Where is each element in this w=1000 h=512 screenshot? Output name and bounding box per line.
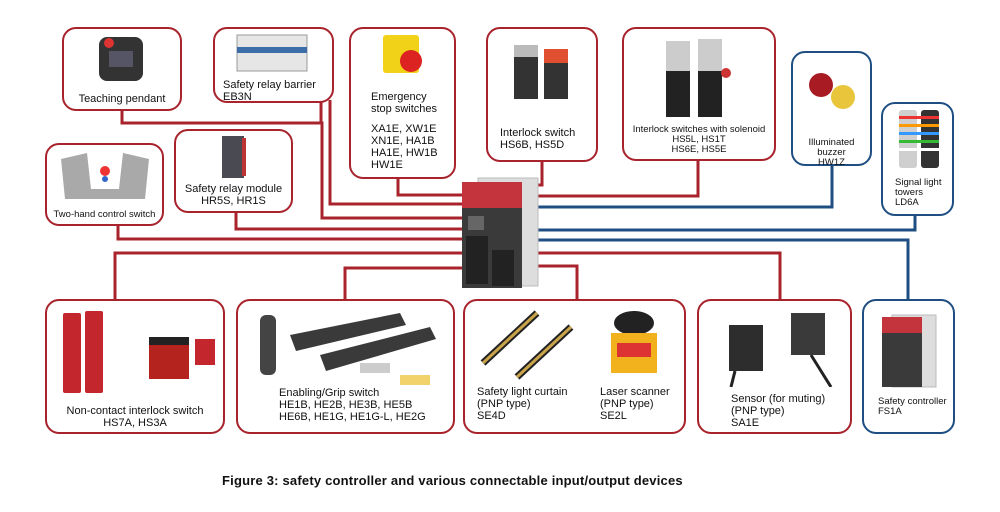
device-label: Laser scanner (PNP type) SE2L: [600, 386, 670, 422]
device-muting-sensor: Sensor (for muting) (PNP type) SA1E: [697, 299, 852, 434]
device-safety-relay-module: Safety relay module HR5S, HR1S: [174, 129, 293, 213]
device-label: Emergency stop switches: [371, 91, 438, 115]
device-safety-controller-fs1a: Safety controller FS1A: [862, 299, 955, 434]
central-safety-controller: [460, 176, 542, 290]
device-signal-tower: Signal light towers LD6A: [881, 102, 954, 216]
device-label: Teaching pendant: [78, 93, 166, 105]
wire-relay-barrier-b: [328, 100, 462, 206]
wire-emergency-stop: [396, 178, 462, 197]
safety-controller-icon: [462, 177, 539, 288]
wire-sensor: [528, 251, 782, 300]
enabling-switch-icon: [250, 305, 450, 400]
wire-non-contact: [113, 251, 462, 300]
device-label: Non-contact interlock switch HS7A, HS3A: [66, 405, 204, 429]
relay-module-icon: [220, 134, 250, 185]
light-curtain-icon: [477, 307, 577, 388]
device-label: Safety light curtain (PNP type) SE4D: [477, 386, 568, 422]
device-label: Interlock switch HS6B, HS5D: [500, 127, 576, 151]
device-label: Enabling/Grip switch HE1B, HE2B, HE3B, H…: [279, 387, 426, 423]
device-label: Sensor (for muting) (PNP type) SA1E: [731, 393, 826, 429]
device-label: Safety relay barrier EB3N: [223, 79, 316, 103]
device-non-contact-interlock: Non-contact interlock switch HS7A, HS3A: [45, 299, 225, 434]
device-enabling-grip-switch: Enabling/Grip switch HE1B, HE2B, HE3B, H…: [236, 299, 455, 434]
device-two-hand-switch: Two-hand control switch: [45, 143, 164, 226]
device-illuminated-buzzer: Illuminated buzzer HW1Z: [791, 51, 872, 168]
wire-signal-tower: [528, 215, 917, 232]
two-hand-switch-icon: [57, 149, 153, 208]
device-safety-relay-barrier: Safety relay barrier EB3N: [213, 27, 334, 103]
device-label: Illuminated buzzer HW1Z: [808, 137, 855, 168]
teaching-pendant-icon: [97, 33, 147, 90]
emergency-stop-icon: [381, 33, 427, 82]
wire-two-hand: [116, 225, 462, 241]
relay-barrier-icon: [235, 33, 309, 78]
device-label: Signal light towers LD6A: [895, 177, 942, 208]
non-contact-switch-icon: [59, 309, 219, 406]
wire-safety-controller: [528, 238, 910, 300]
device-light-curtain-scanner: Safety light curtain (PNP type) SE4D Las…: [463, 299, 686, 434]
muting-sensor-icon: [721, 307, 841, 392]
device-teaching-pendant: Teaching pendant: [62, 27, 182, 111]
device-label: Two-hand control switch: [53, 209, 156, 220]
buzzer-icon: [805, 71, 861, 116]
wire-curtain: [528, 264, 579, 300]
safety-controller-icon: [880, 313, 940, 394]
device-models: XA1E, XW1E XN1E, HA1B HA1E, HW1B HW1E: [371, 123, 438, 171]
device-label: Interlock switches with solenoid HS5L, H…: [632, 124, 766, 155]
interlock-switch-icon: [512, 43, 574, 108]
wire-solenoid: [528, 160, 700, 198]
wire-enabling: [343, 266, 462, 300]
wire-buzzer: [528, 165, 834, 209]
solenoid-interlock-icon: [664, 37, 736, 126]
device-label: Safety relay module HR5S, HR1S: [184, 183, 283, 207]
device-interlock-switch: Interlock switch HS6B, HS5D: [486, 27, 598, 162]
signal-tower-icon: [897, 108, 941, 177]
device-label: Safety controller FS1A: [878, 396, 947, 417]
laser-scanner-icon: [605, 309, 663, 380]
figure-caption: Figure 3: safety controller and various …: [222, 473, 683, 488]
device-emergency-stop: Emergency stop switches XA1E, XW1E XN1E,…: [349, 27, 456, 179]
device-interlock-solenoid: Interlock switches with solenoid HS5L, H…: [622, 27, 776, 161]
wire-relay-module: [234, 212, 462, 231]
